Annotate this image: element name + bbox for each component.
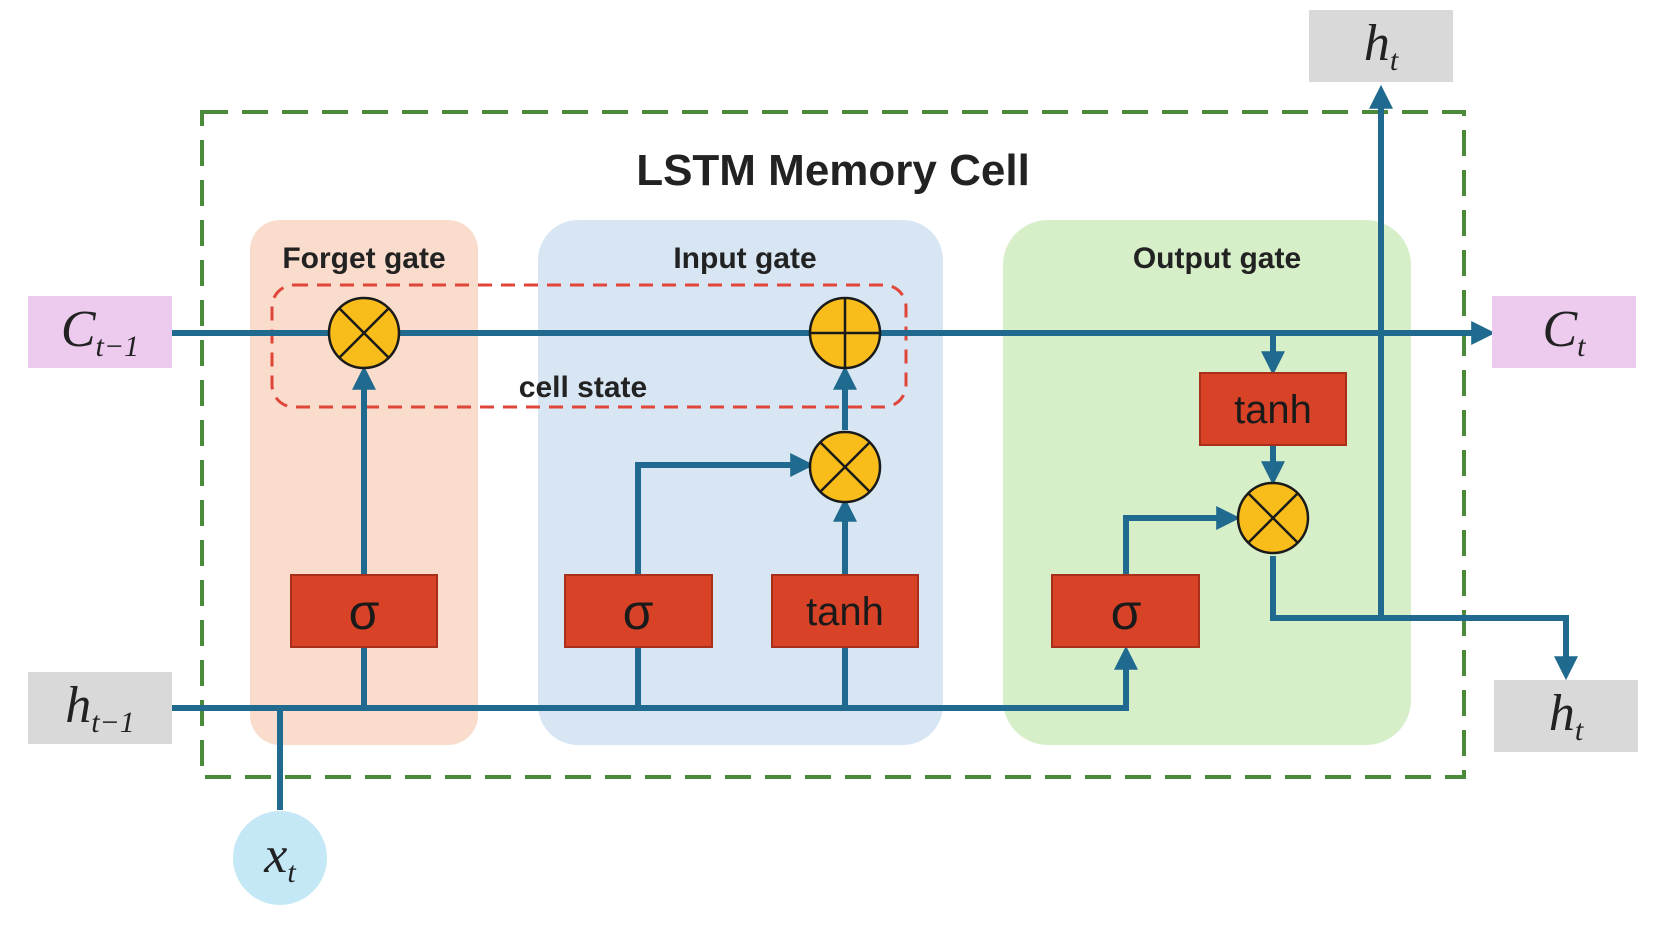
hidden-input-line: [172, 645, 1138, 711]
output-mult-to-h: [1270, 556, 1578, 681]
output-sigma-label: σ: [1111, 584, 1142, 640]
h-prev-box: [28, 672, 172, 744]
x-input-label: xt: [263, 827, 296, 889]
input-gate-panel: [538, 220, 943, 745]
input-multiply-icon: [808, 430, 882, 504]
x-input-circle: [233, 811, 327, 905]
output-sigma-box: [1051, 574, 1200, 648]
forget-sigma-box: [290, 574, 438, 648]
c-next-box: [1492, 296, 1636, 368]
h-prev-label: ht−1: [65, 677, 135, 739]
forget-gate-label: Forget gate: [282, 242, 445, 275]
input-add-icon: [808, 296, 882, 370]
c-prev-box: [28, 296, 172, 368]
output-gate-label: Output gate: [1133, 242, 1301, 275]
output-gate-panel: [1003, 220, 1411, 745]
h-out-top-box: [1309, 10, 1453, 82]
output-tanh-box: [1199, 372, 1347, 446]
output-tanh-label: tanh: [1234, 388, 1312, 432]
input-tanh-box: [771, 574, 919, 648]
output-multiply-icon: [1236, 481, 1310, 555]
h-out-top-label: ht: [1364, 15, 1399, 77]
memory-cell-border: [200, 110, 1466, 779]
forget-multiply-icon: [327, 296, 401, 370]
input-sigma-label: σ: [623, 584, 654, 640]
input-sigma-to-mult: [635, 453, 815, 575]
c-next-label: Ct: [1542, 301, 1586, 363]
c-prev-label: Ct−1: [61, 301, 139, 363]
input-tanh-label: tanh: [806, 590, 884, 634]
output-sigma-to-mult: [1123, 506, 1241, 575]
forget-sigma-label: σ: [349, 584, 380, 640]
h-out-right-box: [1494, 680, 1638, 752]
input-gate-label: Input gate: [673, 242, 816, 275]
h-out-right-label: ht: [1549, 685, 1584, 747]
cell-state-label: cell state: [519, 371, 647, 404]
diagram-title: LSTM Memory Cell: [636, 146, 1030, 195]
input-sigma-box: [564, 574, 713, 648]
